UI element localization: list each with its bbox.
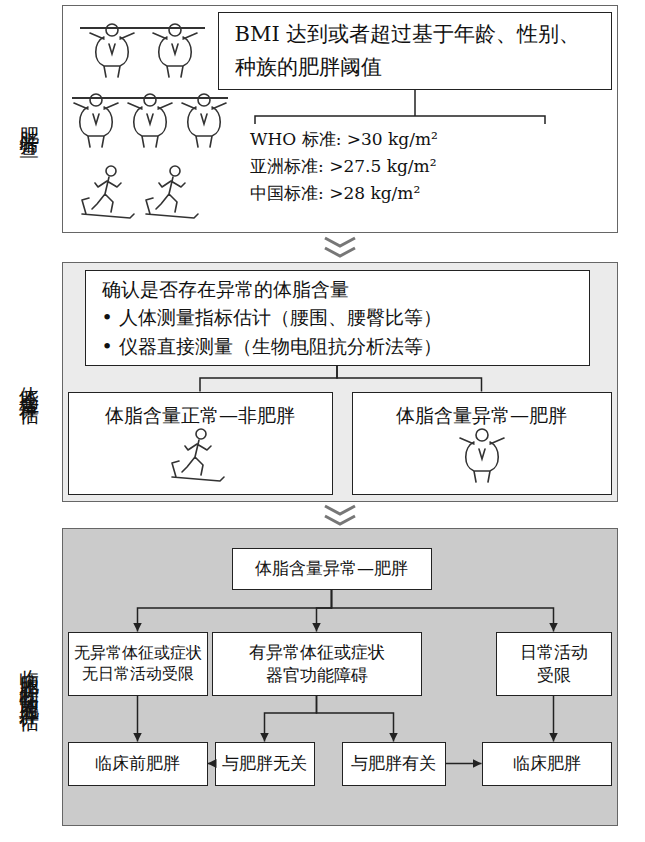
box-text: 与肥胖有关 <box>351 752 436 774</box>
flow-arrow <box>317 590 332 632</box>
stage-heading: 体脂含量评估 <box>17 370 41 394</box>
runner-icon <box>82 166 134 218</box>
box-text: 体脂含量异常—肥胖 <box>396 403 567 428</box>
condition-box: 无异常体征或症状无日常活动受限 <box>68 632 208 696</box>
stage-heading: 肥胖筛查 <box>17 111 41 127</box>
condition-box: 日常活动受限 <box>496 632 612 696</box>
condition-box: 有异常体征或症状器官功能障碍 <box>212 632 422 696</box>
result-box: 体脂含量异常—肥胖 <box>352 392 612 495</box>
person-icon <box>153 24 197 77</box>
box-text: BMI 达到或者超过基于年龄、性别、种族的肥胖阈值 <box>235 18 595 83</box>
process-box: 体脂含量异常—肥胖 <box>232 548 432 590</box>
runner-icon <box>146 166 198 218</box>
chevron <box>325 238 355 246</box>
chevrons <box>325 238 355 524</box>
threshold-label: 中国标准: >28 kg/m² <box>250 182 420 205</box>
flow-arrow <box>553 696 555 742</box>
chevron <box>325 248 355 256</box>
chevron <box>325 506 355 514</box>
box-text: • 仪器直接测量（生物电阻抗分析法等） <box>102 332 442 361</box>
runner-icon <box>172 429 224 481</box>
box-text: 器官功能障碍 <box>266 664 368 686</box>
process-box: BMI 达到或者超过基于年龄、性别、种族的肥胖阈值 <box>218 12 612 90</box>
person-icon <box>90 24 134 77</box>
flow-arrow <box>332 590 554 632</box>
bar <box>72 97 228 99</box>
stage-band: 临床肥胖和临床前肥胖评估体脂含量异常—肥胖无异常体征或症状无日常活动受限有异常体… <box>62 528 618 826</box>
box-text: • 人体测量指标估计（腰围、腰臀比等） <box>102 303 442 332</box>
box-text: 体脂含量正常—非肥胖 <box>105 403 295 428</box>
result-box: 体脂含量正常—非肥胖 <box>68 392 333 495</box>
relation-box: 与肥胖无关 <box>215 742 315 786</box>
box-text: 日常活动受限 <box>515 641 593 685</box>
flow-arrow <box>265 696 317 742</box>
box-text: 有异常体征或症状 <box>249 641 385 663</box>
person-icon <box>74 94 118 147</box>
chevron <box>325 516 355 524</box>
box-text: 与肥胖无关 <box>222 752 307 774</box>
person-icon <box>128 94 172 147</box>
bracket-connector <box>337 366 482 392</box>
bracket-connector <box>200 366 337 392</box>
threshold-label: WHO 标准: >30 kg/m² <box>250 128 438 151</box>
stage-heading: 临床肥胖和临床前肥胖评估 <box>17 653 41 701</box>
outcome-box: 临床肥胖 <box>482 742 612 786</box>
flow-arrow <box>446 763 482 765</box>
relation-box: 与肥胖有关 <box>342 742 446 786</box>
threshold-label: 亚洲标准: >27.5 kg/m² <box>250 155 436 178</box>
bar <box>80 27 205 29</box>
box-text: 临床前肥胖 <box>95 752 180 774</box>
box-text: 体脂含量异常—肥胖 <box>255 557 408 579</box>
flow-arrow <box>317 696 394 742</box>
people-illustration <box>72 24 228 218</box>
stage-band: 体脂含量评估确认是否存在异常的体脂含量• 人体测量指标估计（腰围、腰臀比等）• … <box>62 262 618 502</box>
box-text: 临床肥胖 <box>513 752 581 774</box>
bracket-line <box>255 90 545 124</box>
flow-arrow <box>138 590 332 632</box>
flow-arrow <box>137 696 139 742</box>
bracket <box>255 90 545 124</box>
person-icon <box>460 429 504 482</box>
box-text: 无异常体征或症状 <box>74 643 202 664</box>
process-box: 确认是否存在异常的体脂含量• 人体测量指标估计（腰围、腰臀比等）• 仪器直接测量… <box>85 270 590 366</box>
box-text: 确认是否存在异常的体脂含量 <box>102 275 349 304</box>
box-text: 无日常活动受限 <box>82 664 194 685</box>
flow-arrow <box>208 763 215 765</box>
outcome-box: 临床前肥胖 <box>68 742 208 786</box>
person-icon <box>182 94 226 147</box>
